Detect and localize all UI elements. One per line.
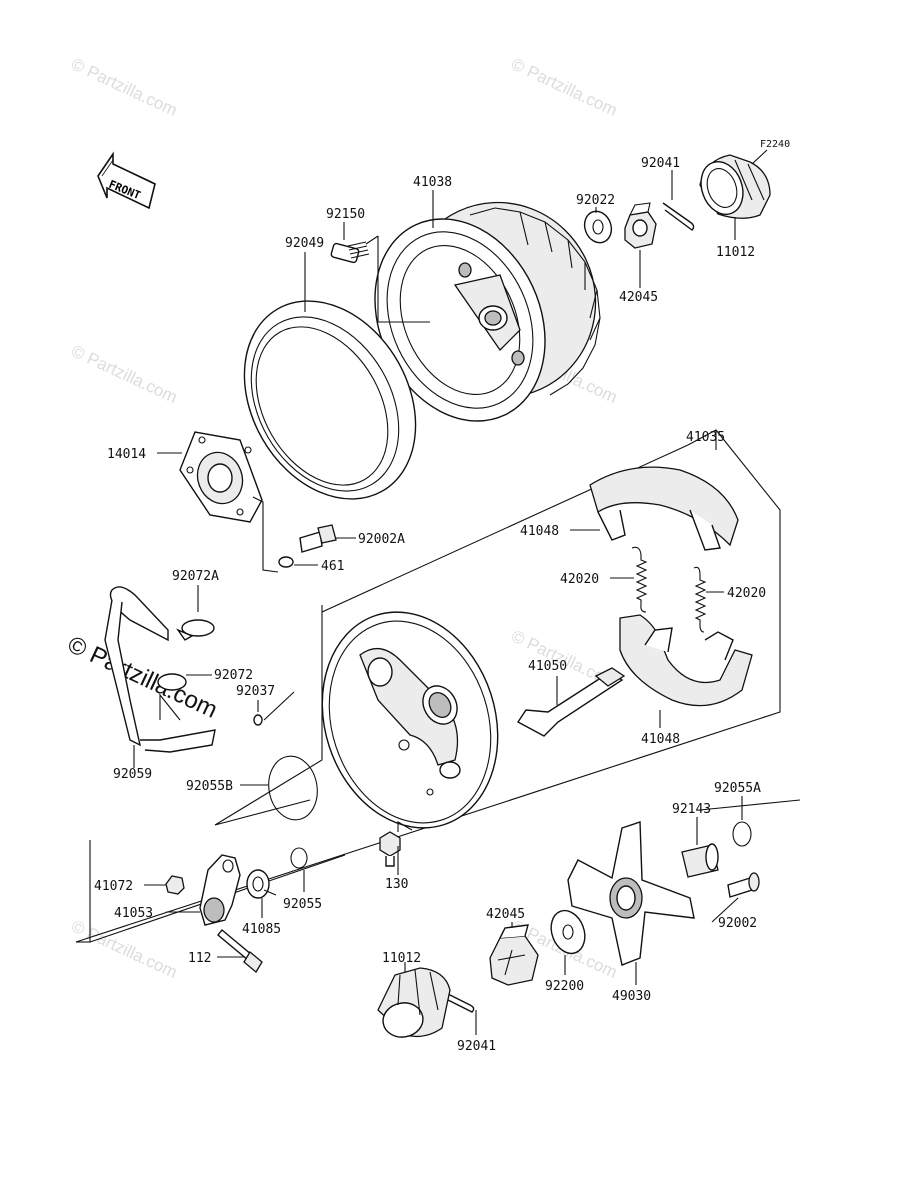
- part-label-41085: 41085: [242, 922, 281, 937]
- washer-92022: [583, 210, 613, 244]
- stud-92002: [727, 872, 760, 898]
- part-label-42045: 42045: [619, 290, 658, 305]
- castle-nut-bottom: [489, 924, 539, 986]
- seal-ring-92049: [243, 300, 417, 500]
- spring-right: [693, 566, 707, 633]
- part-label-92072: 92072: [214, 668, 253, 683]
- part-label-11012: 11012: [716, 245, 755, 260]
- watermark: © Partzilla.com: [68, 54, 180, 120]
- brake-panel: [321, 611, 499, 829]
- clamp-92072A: [176, 619, 215, 641]
- hub-cap-top: [699, 154, 771, 219]
- hub-cap-bottom: [377, 967, 451, 1038]
- bolt-112: [217, 929, 263, 973]
- part-label-41048-top: 41048: [520, 524, 559, 539]
- part-label-92041: 92041: [641, 156, 680, 171]
- part-label-41038: 41038: [413, 175, 452, 190]
- part-label-92143: 92143: [672, 802, 711, 817]
- washer-92200: [550, 909, 586, 955]
- part-label-41048-bottom: 41048: [641, 732, 680, 747]
- part-label-92002: 92002: [718, 916, 757, 931]
- castle-nut-top: [624, 202, 657, 249]
- watermark: © Partzilla.com: [68, 341, 180, 407]
- part-label-11012-bottom: 11012: [382, 951, 421, 966]
- part-label-41050: 41050: [528, 659, 567, 674]
- part-label-92002A: 92002A: [358, 532, 405, 547]
- part-label-92059: 92059: [113, 767, 152, 782]
- nut-41072: [165, 875, 185, 895]
- part-label-92150: 92150: [326, 207, 365, 222]
- plug-130: [379, 831, 401, 867]
- clamp-92072: [157, 673, 187, 691]
- figure-code: F2240: [760, 139, 790, 150]
- watermark: © Partzilla.com: [508, 54, 620, 120]
- part-label-49030: 49030: [612, 989, 651, 1004]
- flange-14014: [179, 431, 263, 523]
- clip-92037: [253, 714, 263, 726]
- hub-49030: [567, 821, 695, 966]
- part-label-92200: 92200: [545, 979, 584, 994]
- o-ring-92055: [290, 847, 308, 869]
- part-label-92055B: 92055B: [186, 779, 233, 794]
- part-label-92055A: 92055A: [714, 781, 761, 796]
- part-label-42020-left: 42020: [560, 572, 599, 587]
- indicator-plate-41085: [246, 869, 277, 899]
- washer-461: [278, 556, 294, 568]
- part-label-92041-bottom: 92041: [457, 1039, 496, 1054]
- part-label-41072: 41072: [94, 879, 133, 894]
- spring-left: [631, 546, 648, 613]
- lever-41053: [199, 854, 241, 926]
- brake-shoe-top: [589, 466, 739, 551]
- part-label-92055: 92055: [283, 897, 322, 912]
- bolt-92150: [330, 241, 370, 264]
- bolt-92002A: [299, 524, 337, 553]
- brake-shoe-bottom: [619, 614, 753, 707]
- o-ring-92055B: [268, 755, 318, 821]
- part-label-41035: 41035: [686, 430, 725, 445]
- cotter-pin-top: [662, 202, 695, 231]
- part-label-41053: 41053: [114, 906, 153, 921]
- part-label-14014: 14014: [107, 447, 146, 462]
- collar-92143: [681, 843, 719, 878]
- watermark-prominent: © Partzilla.com: [63, 631, 221, 724]
- part-label-92022: 92022: [576, 193, 615, 208]
- brake-drum: [374, 201, 601, 422]
- part-label-92049: 92049: [285, 236, 324, 251]
- cam-shaft-41050: [516, 667, 626, 737]
- hose-92059: [104, 586, 216, 753]
- part-label-92072A: 92072A: [172, 569, 219, 584]
- part-label-130: 130: [385, 877, 408, 892]
- front-arrow-icon: FRONT: [97, 151, 156, 210]
- part-label-112: 112: [188, 951, 211, 966]
- part-label-92037: 92037: [236, 684, 275, 699]
- part-label-42020-right: 42020: [727, 586, 766, 601]
- o-ring-92055A: [732, 821, 752, 847]
- part-label-42045-bottom: 42045: [486, 907, 525, 922]
- part-label-461: 461: [321, 559, 344, 574]
